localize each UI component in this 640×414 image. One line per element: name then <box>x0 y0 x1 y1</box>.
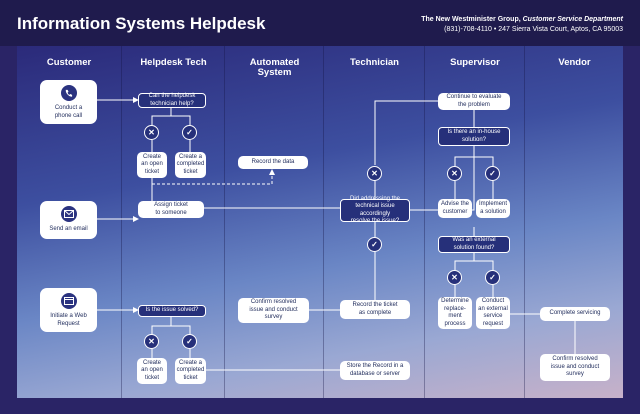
lane-vendor: Vendor <box>524 46 624 398</box>
contact-info: (831)-708-4110 • 247 Sierra Vista Court,… <box>444 26 623 33</box>
send-email-label: Send an email <box>49 226 88 232</box>
no-icon: ✕ <box>447 166 462 181</box>
complete-servicing: Complete servicing <box>540 307 610 321</box>
no-icon: ✕ <box>367 166 382 181</box>
decision-inhouse-solution: Is there an in-house solution? <box>438 127 510 146</box>
conduct-phone-call: Conduct a phone call <box>40 80 97 124</box>
lane-customer: Customer <box>17 46 121 398</box>
store-record: Store the Record in a database or server <box>340 361 410 380</box>
yes-icon: ✓ <box>182 125 197 140</box>
no-icon: ✕ <box>144 334 159 349</box>
mail-icon <box>60 206 77 222</box>
implement-solution: Implement a solution <box>476 199 510 218</box>
decision-tech-help: Can the helpdesk technician help? <box>138 93 206 108</box>
create-open-ticket-1: Create an open ticket <box>137 152 167 178</box>
lane-header-automated-system: Automated System <box>249 57 300 78</box>
company-name: The New Westminister Group, <box>421 16 521 23</box>
determine-replacement-process: Determine replace- ment process <box>438 297 472 329</box>
confirm-resolved-2: Confirm resolved issue and conduct surve… <box>540 354 610 381</box>
yes-icon: ✓ <box>367 237 382 252</box>
decision-issue-solved: Is the issue solved? <box>138 305 206 317</box>
create-open-ticket-2: Create an open ticket <box>137 358 167 384</box>
no-icon: ✕ <box>144 125 159 140</box>
browser-icon <box>60 293 77 309</box>
conduct-external-request: Conduct an external service request <box>476 297 510 329</box>
lane-technician: Technician <box>323 46 425 398</box>
lane-header-supervisor: Supervisor <box>450 57 500 68</box>
lane-header-technician: Technician <box>350 57 399 68</box>
lane-supervisor: Supervisor <box>424 46 525 398</box>
phone-icon <box>60 85 77 101</box>
conduct-phone-call-label: Conduct a phone call <box>54 105 83 119</box>
department-name: Customer Service Department <box>522 16 623 23</box>
page-title: Information Systems Helpdesk <box>17 14 266 33</box>
lane-automated-system: Automated System <box>224 46 324 398</box>
organization-info: The New Westminister Group, Customer Ser… <box>421 15 623 35</box>
record-data: Record the data <box>238 156 308 169</box>
continue-evaluate: Continue to evaluate the problem <box>438 93 510 110</box>
lane-header-vendor: Vendor <box>558 57 591 68</box>
advise-customer: Advise the customer <box>438 199 472 218</box>
swimlane-area: Customer Helpdesk Tech Automated System … <box>17 46 623 398</box>
create-completed-ticket-2: Create a completed ticket <box>175 358 206 384</box>
initiate-web-request-label: Initiate a Web Request <box>50 313 87 327</box>
lane-header-customer: Customer <box>46 57 92 68</box>
lane-helpdesk-tech: Helpdesk Tech <box>121 46 225 398</box>
yes-icon: ✓ <box>485 166 500 181</box>
yes-icon: ✓ <box>182 334 197 349</box>
send-email: Send an email <box>40 201 97 239</box>
no-icon: ✕ <box>447 270 462 285</box>
record-ticket-complete: Record the ticket as complete <box>340 300 410 319</box>
decision-external-solution: Was an external solution found? <box>438 236 510 253</box>
decision-addressing-resolved: Did addressing the technical issue accor… <box>340 196 410 224</box>
initiate-web-request: Initiate a Web Request <box>40 288 97 332</box>
confirm-resolved-1: Confirm resolved issue and conduct surve… <box>238 298 309 323</box>
yes-icon: ✓ <box>485 270 500 285</box>
assign-ticket: Assign ticket to someone <box>138 201 204 218</box>
lane-header-helpdesk-tech: Helpdesk Tech <box>140 57 207 68</box>
create-completed-ticket-1: Create a completed ticket <box>175 152 206 178</box>
